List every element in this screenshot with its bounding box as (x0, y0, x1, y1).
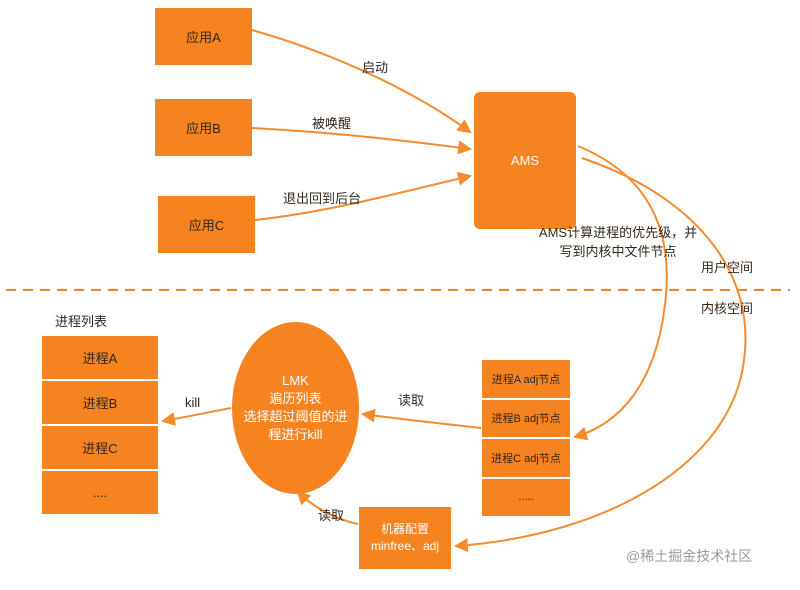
watermark: @稀土掘金技术社区 (626, 548, 753, 564)
process-list-title: 进程列表 (55, 314, 108, 329)
edge-appB-to-ams (251, 127, 473, 155)
edge-config-to-lmk (296, 490, 359, 525)
process-list: 进程A 进程B 进程C .... (42, 336, 158, 514)
process-row-b: 进程B (42, 381, 158, 426)
edge-ams-to-adj-nodes (572, 145, 668, 441)
lmk-line2: 遍历列表 (269, 391, 322, 406)
edge-label-launch: 启动 (362, 60, 389, 75)
kernel-space-label: 内核空间 (701, 301, 754, 316)
edge-adj-to-lmk (360, 408, 482, 429)
node-ams: AMS (474, 92, 576, 229)
lmk-line1: LMK (282, 373, 309, 388)
machine-config-line2: minfree、adj (370, 539, 440, 553)
node-app-a: 应用A (155, 8, 252, 65)
node-app-a-label: 应用A (186, 30, 221, 45)
ams-annotation-line1: AMS计算进程的优先级，并 (538, 225, 698, 240)
adj-row-b: 进程B adj节点 (482, 400, 570, 439)
process-row-c: 进程C (42, 426, 158, 471)
edge-label-read-config: 读取 (318, 508, 345, 523)
node-app-b: 应用B (155, 99, 252, 156)
edge-label-wake: 被唤醒 (312, 116, 352, 131)
edge-label-read-adj: 读取 (398, 393, 425, 408)
edge-ams-to-config (453, 157, 747, 553)
node-machine-config: 机器配置 minfree、adj (359, 507, 451, 569)
adj-node-list: 进程A adj节点 进程B adj节点 进程C adj节点 ..... (482, 360, 570, 516)
node-app-c: 应用C (158, 196, 255, 253)
ams-annotation: AMS计算进程的优先级，并 写到内核中文件节点 (530, 223, 706, 261)
lmk-line4: 程进行kill (268, 427, 323, 442)
machine-config-line1: 机器配置 (380, 522, 429, 536)
edge-appA-to-ams (251, 29, 472, 134)
edge-label-exit-background: 退出回到后台 (283, 191, 362, 206)
user-space-label: 用户空间 (701, 260, 754, 275)
node-app-c-label: 应用C (188, 218, 225, 233)
process-row-more: .... (92, 485, 108, 500)
adj-row-a: 进程A adj节点 (482, 360, 570, 400)
adj-row-more: ..... (518, 491, 534, 504)
edge-label-kill: kill (185, 395, 201, 410)
ams-annotation-line2: 写到内核中文件节点 (559, 244, 677, 259)
node-ams-label: AMS (510, 153, 540, 168)
lmk-line3: 选择超过阈值的进 (243, 409, 348, 424)
node-lmk: LMK 遍历列表 选择超过阈值的进 程进行kill (232, 322, 359, 494)
edge-appC-to-ams (254, 171, 473, 221)
adj-row-c: 进程C adj节点 (482, 439, 570, 479)
process-row-a: 进程A (42, 336, 158, 381)
node-app-b-label: 应用B (186, 121, 221, 136)
edge-lmk-to-process-list (160, 407, 232, 426)
